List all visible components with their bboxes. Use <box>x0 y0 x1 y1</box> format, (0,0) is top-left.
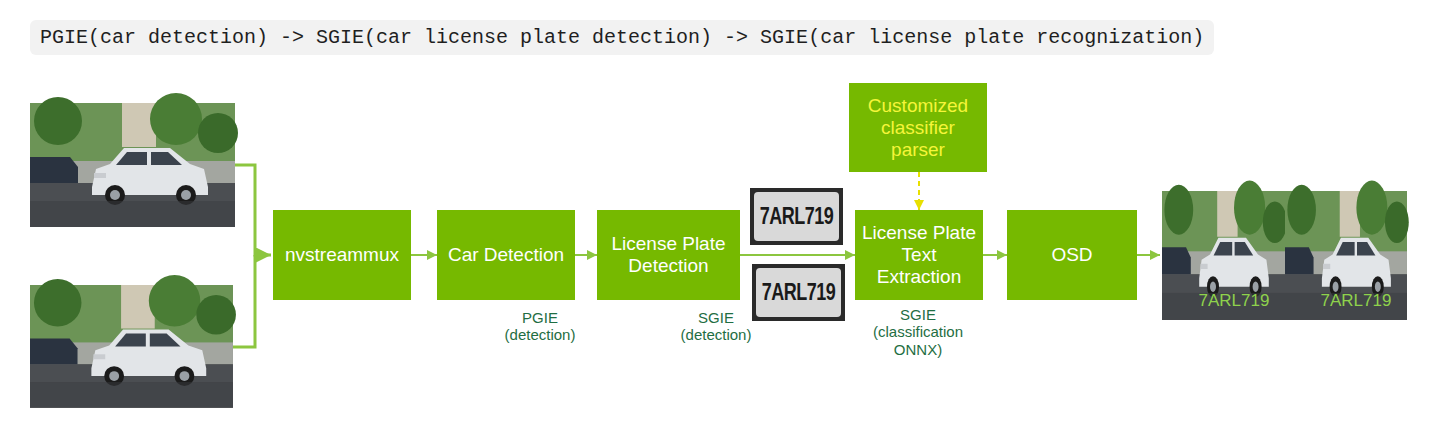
process-box: License Plate Detection <box>597 210 740 300</box>
box-text: Customized classifier parser <box>855 95 981 161</box>
plate-readout: 7ARL719 <box>1301 290 1411 312</box>
box-text: OSD <box>1051 244 1092 266</box>
plate-readout: 7ARL719 <box>1179 290 1289 312</box>
plate-ground <box>752 264 845 321</box>
input-wire <box>235 165 271 255</box>
flow-arrow <box>983 254 1007 256</box>
box-text: Car Detection <box>448 244 564 266</box>
plate-text: 7ARL719 <box>755 193 838 240</box>
flow-arrow <box>740 254 855 256</box>
plate-face <box>754 192 839 241</box>
plate-face <box>756 268 841 317</box>
code-title: PGIE(car detection) -> SGIE(car license … <box>30 20 1214 55</box>
stage-caption: SGIE (detection) <box>673 306 759 346</box>
output-wire <box>1137 254 1160 256</box>
plate-ground <box>750 188 843 245</box>
flow-arrow <box>411 254 437 256</box>
process-box: Car Detection <box>437 210 575 300</box>
box-text: License Plate Text Extraction <box>861 222 977 288</box>
box-text: nvstreammux <box>285 244 399 266</box>
process-box: Customized classifier parser <box>849 83 987 172</box>
process-box: OSD <box>1007 210 1137 300</box>
process-box: nvstreammux <box>273 210 411 300</box>
stage-caption: SGIE (classification ONNX) <box>858 303 978 361</box>
plate-text: 7ARL719 <box>757 269 840 316</box>
stage-caption: PGIE (detection) <box>495 306 585 346</box>
flow-arrow <box>575 254 597 256</box>
input-photo <box>30 93 238 227</box>
input-wire <box>233 255 255 347</box>
plate-image <box>752 264 845 321</box>
process-box: License Plate Text Extraction <box>855 210 983 300</box>
input-photo <box>30 275 236 408</box>
box-text: License Plate Detection <box>603 233 734 277</box>
plate-image <box>750 188 843 245</box>
dashed-arrow <box>918 172 920 210</box>
